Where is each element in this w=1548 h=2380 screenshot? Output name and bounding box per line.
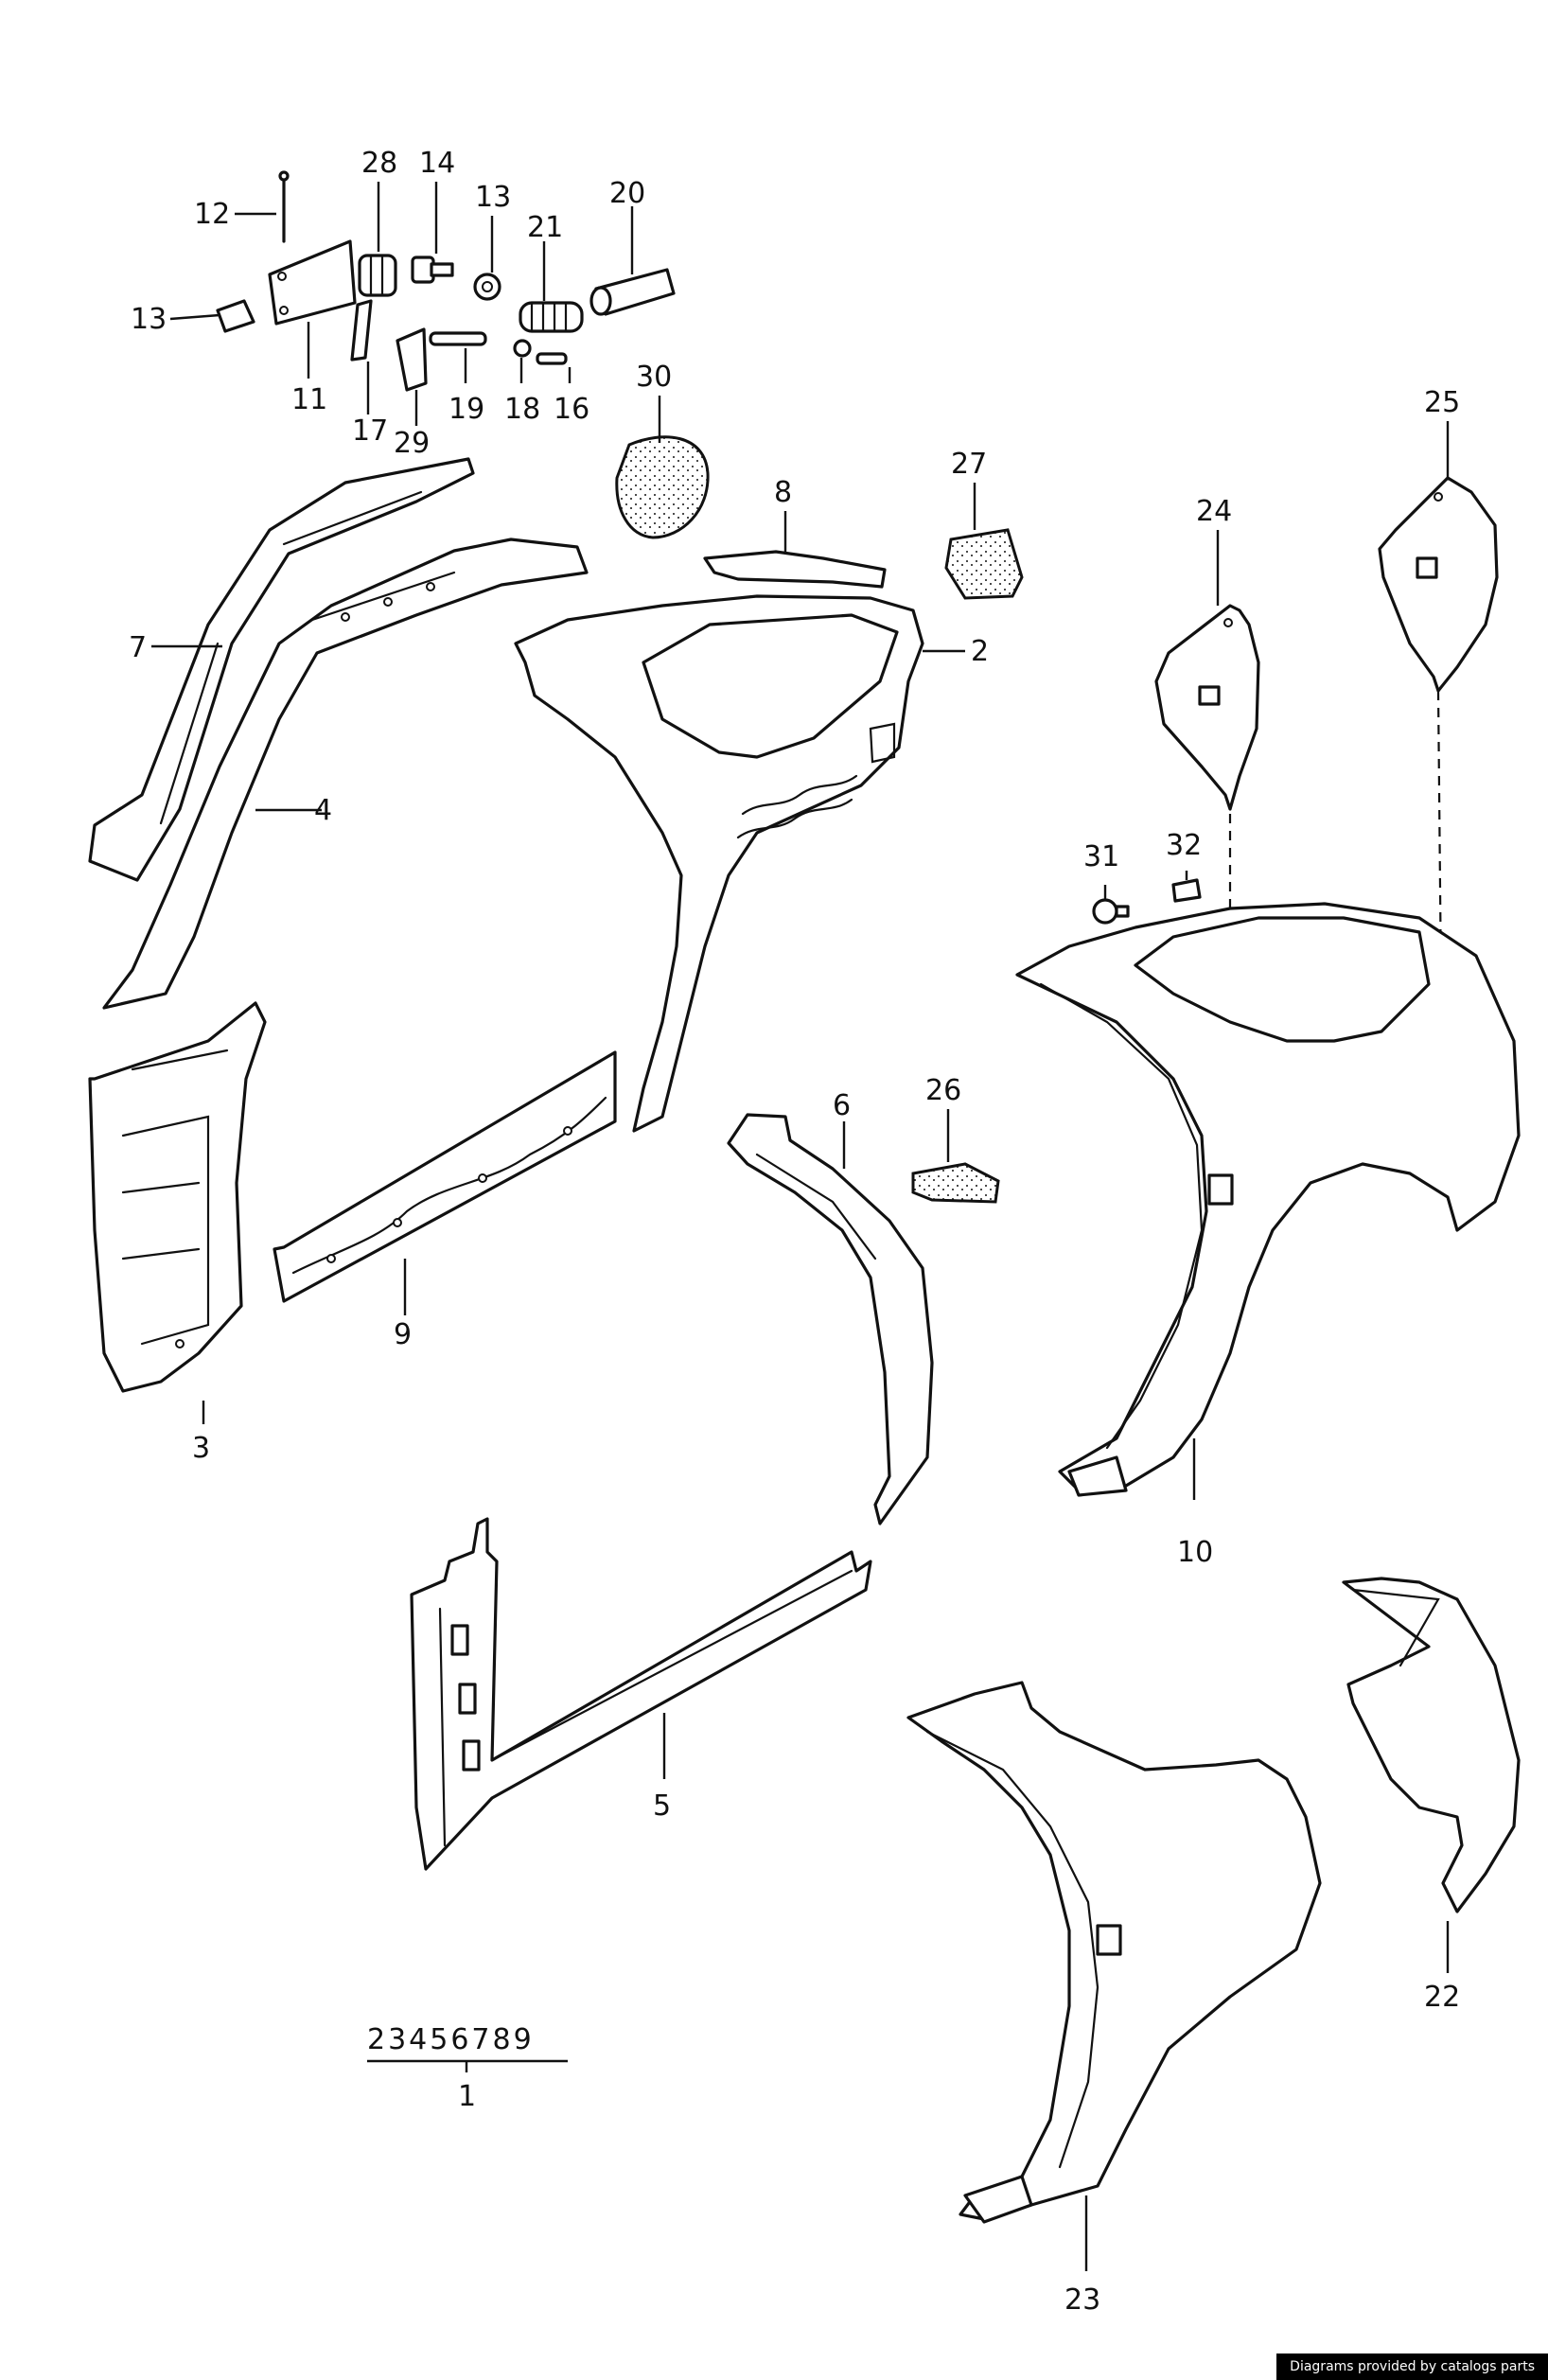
svg-text:2: 2 bbox=[971, 635, 989, 668]
part-28-bushing bbox=[358, 254, 397, 297]
part-13-washer bbox=[473, 273, 501, 301]
svg-text:23: 23 bbox=[1064, 2283, 1100, 2317]
label-13-left: 13 bbox=[131, 303, 220, 336]
part-27-foam: 27 bbox=[944, 448, 1024, 600]
svg-text:29: 29 bbox=[394, 427, 430, 460]
part-9-sill: 9 bbox=[273, 1050, 617, 1351]
part-6-arch-inner: 6 bbox=[727, 1089, 934, 1525]
label-29: 29 bbox=[394, 390, 430, 460]
part-4-rail: 4 bbox=[102, 538, 589, 1010]
svg-text:13: 13 bbox=[131, 303, 167, 336]
svg-text:6: 6 bbox=[833, 1089, 851, 1122]
svg-text:32: 32 bbox=[1166, 829, 1202, 862]
part-14-bolt bbox=[411, 256, 454, 284]
svg-text:11: 11 bbox=[291, 383, 327, 416]
svg-text:27: 27 bbox=[951, 448, 987, 481]
part-12-pin bbox=[278, 170, 290, 243]
part-5-rocker: 5 bbox=[410, 1517, 872, 1871]
label-13-right: 13 bbox=[475, 181, 511, 273]
svg-text:22: 22 bbox=[1424, 1981, 1460, 2014]
part-20-sleeve bbox=[589, 268, 676, 316]
part-19-rod bbox=[429, 331, 487, 346]
svg-text:31: 31 bbox=[1083, 840, 1119, 873]
svg-text:20: 20 bbox=[609, 177, 645, 210]
part-11-hinge-plate bbox=[268, 239, 357, 326]
part-10-quarter-outer: 10 bbox=[1015, 902, 1521, 1569]
svg-text:21: 21 bbox=[527, 211, 563, 244]
part-29-latch bbox=[396, 327, 428, 392]
part-21-spring bbox=[519, 301, 584, 333]
label-20: 20 bbox=[609, 177, 645, 274]
part-3-pillar-lower: 3 bbox=[88, 1001, 267, 1465]
svg-text:26: 26 bbox=[925, 1074, 961, 1107]
label-21: 21 bbox=[527, 211, 563, 301]
svg-text:19: 19 bbox=[449, 393, 484, 426]
svg-text:8: 8 bbox=[774, 476, 792, 509]
label-19: 19 bbox=[449, 348, 484, 426]
part-26-foam: 26 bbox=[911, 1074, 1000, 1204]
svg-text:10: 10 bbox=[1177, 1536, 1213, 1569]
svg-text:16: 16 bbox=[554, 393, 589, 426]
part-17-bracket bbox=[350, 299, 373, 361]
svg-text:5: 5 bbox=[653, 1789, 671, 1823]
svg-text:24: 24 bbox=[1196, 495, 1232, 528]
label-16: 16 bbox=[554, 367, 589, 426]
svg-text:9: 9 bbox=[394, 1318, 412, 1351]
svg-text:23456789: 23456789 bbox=[367, 2023, 535, 2056]
part-2-quarter-inner: 2 bbox=[514, 594, 989, 1133]
footer-credit: Diagrams provided by catalogs parts bbox=[1276, 2354, 1548, 2380]
svg-text:3: 3 bbox=[192, 1432, 210, 1465]
part-25-panel: 25 bbox=[1378, 386, 1499, 693]
part-30-pad: 30 bbox=[615, 361, 710, 539]
label-14: 14 bbox=[419, 147, 455, 254]
svg-text:1: 1 bbox=[458, 2080, 476, 2113]
svg-text:28: 28 bbox=[361, 147, 397, 180]
svg-text:13: 13 bbox=[475, 181, 511, 214]
label-17: 17 bbox=[352, 361, 388, 448]
label-18: 18 bbox=[504, 358, 540, 426]
svg-text:18: 18 bbox=[504, 393, 540, 426]
svg-text:7: 7 bbox=[129, 631, 147, 664]
part-22-rear-section: 22 bbox=[1342, 1577, 1521, 2014]
label-28: 28 bbox=[361, 147, 397, 252]
part-7-pillar: 7 bbox=[88, 457, 475, 882]
label-11: 11 bbox=[291, 322, 327, 416]
part-31-grommet: 31 bbox=[1083, 840, 1130, 925]
svg-text:14: 14 bbox=[419, 147, 455, 180]
svg-text:4: 4 bbox=[314, 794, 332, 827]
svg-text:25: 25 bbox=[1424, 386, 1460, 419]
svg-text:12: 12 bbox=[194, 198, 230, 231]
part-8-panel: 8 bbox=[703, 476, 887, 589]
assembly-callout: 23456789 1 bbox=[367, 2023, 568, 2113]
svg-text:17: 17 bbox=[352, 414, 388, 448]
part-32-clip: 32 bbox=[1166, 829, 1202, 903]
svg-text:30: 30 bbox=[636, 361, 672, 394]
part-13-clip-left bbox=[216, 299, 255, 333]
part-18-nut bbox=[513, 339, 532, 358]
part-16-screw bbox=[536, 352, 568, 365]
label-12: 12 bbox=[194, 198, 276, 231]
part-24-panel: 24 bbox=[1154, 495, 1260, 811]
part-23-quarter-section: 23 bbox=[906, 1681, 1322, 2317]
